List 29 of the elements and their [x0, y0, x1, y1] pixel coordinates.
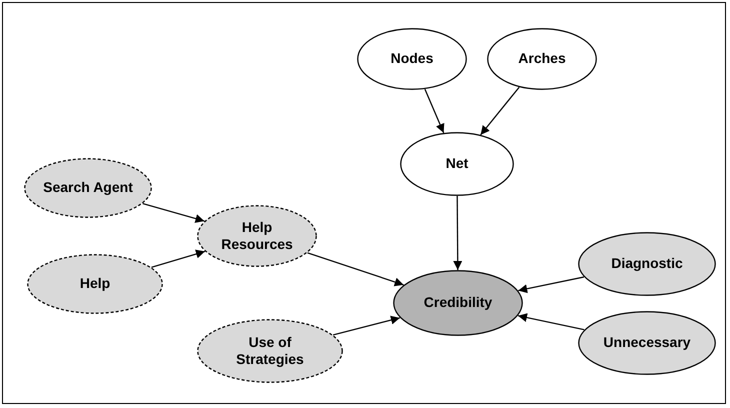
node-label: Credibility [424, 294, 492, 312]
ellipse-node [24, 158, 152, 218]
arrow [453, 196, 462, 270]
ellipse-node [400, 132, 514, 196]
ellipse-node [578, 311, 716, 375]
ellipse-node [393, 270, 523, 336]
ellipse-node [197, 205, 317, 267]
ellipse-node [487, 28, 597, 90]
ellipse-node [197, 319, 343, 383]
arrow [151, 250, 206, 268]
arrow [424, 88, 444, 134]
node-label: Help Resources [220, 218, 294, 254]
node-label: Help [80, 275, 110, 293]
ellipse-node [578, 232, 716, 296]
arrow [518, 313, 584, 330]
node-label: Arches [518, 50, 566, 68]
arrow [518, 276, 584, 294]
node-label: Diagnostic [611, 255, 683, 273]
node-label: Search Agent [43, 179, 133, 197]
arrow [307, 252, 404, 286]
node-label: Use of Strategies [235, 334, 305, 368]
node-label: Nodes [390, 50, 434, 68]
node-label: Net [446, 155, 468, 173]
arrow [480, 86, 520, 136]
ellipse-node [27, 254, 163, 314]
arrow [142, 202, 205, 223]
ellipse-node [357, 28, 467, 90]
arrow [332, 316, 400, 336]
node-label: Unnecessary [603, 334, 691, 352]
